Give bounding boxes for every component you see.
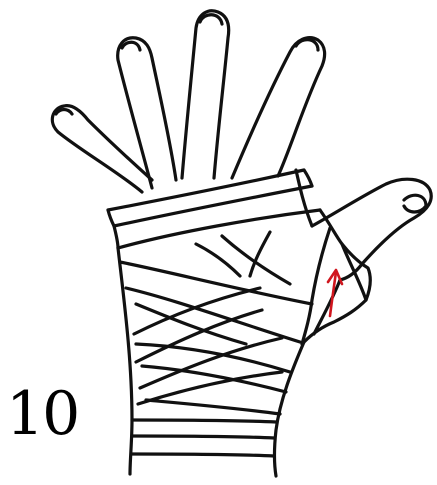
bandage-strip-top-2 xyxy=(114,186,312,226)
middle-finger xyxy=(182,11,229,178)
wrist-diagonal-4 xyxy=(136,310,262,362)
little-fingernail xyxy=(56,110,72,115)
wrist-diagonal-7 xyxy=(146,400,280,414)
wrist-left-edge xyxy=(118,248,132,474)
wrist-band-3 xyxy=(132,454,274,456)
index-fingernail xyxy=(296,40,318,50)
ring-finger xyxy=(118,38,176,188)
middle-fingernail xyxy=(200,15,222,24)
wrist-right-edge xyxy=(275,342,305,476)
thumbnail xyxy=(404,195,426,212)
index-finger xyxy=(232,38,325,178)
bandage-strip-top-3 xyxy=(118,210,320,248)
bandage-right-edge xyxy=(304,170,312,186)
wrist-diagonal-6 xyxy=(138,372,282,404)
step-number: 10 xyxy=(6,384,78,444)
little-finger xyxy=(52,106,152,192)
wrist-band-2 xyxy=(132,436,274,438)
ring-fingernail xyxy=(122,42,140,50)
bandage-left-edge xyxy=(108,210,118,248)
cross-strap-5 xyxy=(196,244,240,276)
wrist-band-1 xyxy=(132,420,276,422)
cross-strap-1 xyxy=(120,262,312,304)
